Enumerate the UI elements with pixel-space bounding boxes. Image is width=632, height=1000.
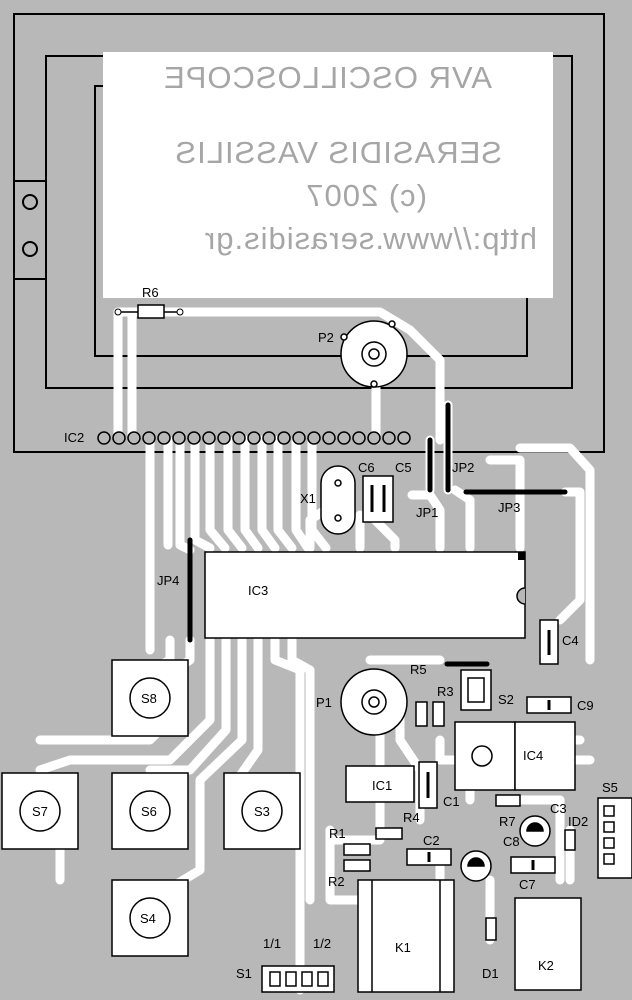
- label-s3: S3: [254, 804, 270, 819]
- label-s5: S5: [602, 780, 618, 795]
- ic2-header-pads: [97, 431, 411, 445]
- d1-diode: [485, 917, 497, 941]
- label-s8: S8: [141, 691, 157, 706]
- label-ic3: IC3: [248, 583, 268, 598]
- label-s1-1: 1/1: [263, 936, 281, 951]
- silk-line-1: AVR OSCILLOSCOPE: [163, 60, 492, 95]
- pushbutton-s8: [111, 659, 189, 737]
- label-k2: K2: [538, 958, 554, 973]
- s5-connector: [597, 797, 632, 879]
- r5-r3-resistors: [415, 701, 445, 727]
- label-r7: R7: [499, 814, 516, 829]
- s2-switch: [460, 669, 492, 711]
- label-c2: C2: [423, 833, 440, 848]
- r1-r4-r2-resistors: [343, 827, 403, 872]
- s1-dip-switch: [261, 965, 335, 993]
- ic1-chip: [345, 765, 415, 803]
- label-s4: S4: [140, 911, 156, 926]
- label-c7: C7: [519, 877, 536, 892]
- label-s1-2: 1/2: [313, 936, 331, 951]
- label-r1: R1: [329, 826, 346, 841]
- label-s1: S1: [236, 966, 252, 981]
- label-s7: S7: [32, 804, 48, 819]
- k2-connector: [514, 897, 582, 991]
- p1-potentiometer: [340, 668, 408, 736]
- label-p1: P1: [316, 695, 332, 710]
- label-jp2: JP2: [452, 460, 474, 475]
- label-s6: S6: [141, 804, 157, 819]
- label-x1: X1: [300, 491, 316, 506]
- c6-c5-capacitors: [362, 475, 394, 523]
- label-d1: D1: [482, 966, 499, 981]
- c7-capacitor: [510, 856, 556, 874]
- label-ic4: IC4: [523, 748, 543, 763]
- ic4-regulator: [454, 721, 576, 791]
- label-c1: C1: [443, 794, 460, 809]
- label-ic2: IC2: [64, 430, 84, 445]
- c9-capacitor: [526, 696, 572, 714]
- label-k1: K1: [395, 940, 411, 955]
- label-r5: R5: [410, 662, 427, 677]
- c2-capacitor: [406, 848, 452, 866]
- ic3-chip: [204, 551, 526, 639]
- c1-capacitor: [418, 761, 438, 809]
- r6-resistor: [114, 304, 184, 319]
- silkscreen-window: [103, 52, 553, 298]
- pushbutton-s4: [111, 879, 189, 957]
- pushbutton-s7: [1, 772, 79, 850]
- silk-line-2: SERASIDIS VASSILIS: [174, 135, 502, 170]
- label-jp4: JP4: [157, 573, 179, 588]
- silkscreen-text: AVR OSCILLOSCOPE SERASIDIS VASSILIS (c) …: [163, 60, 537, 256]
- p2-potentiometer: [340, 320, 408, 388]
- electrolytic-capacitor: [460, 850, 492, 882]
- pushbutton-s6: [111, 772, 189, 850]
- label-c4: C4: [562, 633, 579, 648]
- label-jp3: JP3: [498, 500, 520, 515]
- k1-connector: [357, 879, 455, 993]
- x1-crystal: [320, 465, 356, 535]
- label-c6: C6: [358, 460, 375, 475]
- lcd-mount-holes: [22, 194, 38, 257]
- id2-diode: [564, 829, 576, 851]
- label-jp1: JP1: [416, 505, 438, 520]
- pushbutton-s3: [223, 772, 301, 850]
- label-c5: C5: [395, 460, 412, 475]
- c8-capacitor: [519, 815, 551, 847]
- label-id2: ID2: [568, 814, 588, 829]
- component-labels: R6 P2 IC2 C6 C5 JP2 X1 JP1 JP3 JP4 IC3 C…: [32, 285, 618, 981]
- silk-line-3: (c) 2007: [305, 178, 427, 213]
- label-r2: R2: [328, 874, 345, 889]
- label-c9: C9: [577, 698, 594, 713]
- label-ic1: IC1: [372, 778, 392, 793]
- label-s2: S2: [498, 692, 514, 707]
- silk-line-4: http://www.serasidis.gr: [204, 221, 537, 256]
- label-r4: R4: [403, 810, 420, 825]
- label-r3: R3: [437, 684, 454, 699]
- label-p2: P2: [318, 330, 334, 345]
- label-c3: C3: [550, 801, 567, 816]
- jumpers: [187, 402, 568, 667]
- r7-resistor: [495, 794, 521, 807]
- label-c8: C8: [503, 834, 520, 849]
- c4-capacitor: [539, 619, 559, 665]
- label-r6: R6: [142, 285, 159, 300]
